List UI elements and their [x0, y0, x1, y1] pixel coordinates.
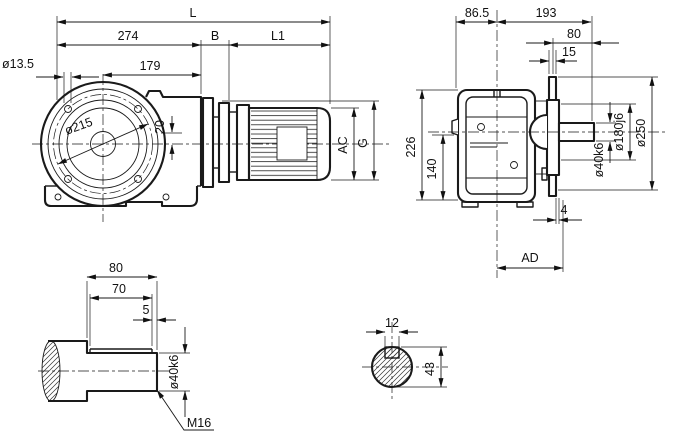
- dim-label-80: 80: [567, 27, 581, 41]
- dim-label-shaft-80: 80: [109, 261, 123, 275]
- dim-label-226: 226: [404, 137, 418, 158]
- dim-label-dia180j6: ø180j6: [612, 113, 626, 151]
- front-extension-lines: [56, 16, 379, 181]
- dim-label-43: 43: [423, 362, 437, 376]
- dim-label-AC: AC: [336, 136, 350, 153]
- motor-body: [247, 106, 332, 182]
- dim-label-L1: L1: [271, 29, 285, 43]
- case-left-boss: [451, 118, 459, 136]
- dim-label-shaft-70: 70: [112, 282, 126, 296]
- dim-label-274: 274: [118, 29, 139, 43]
- dim-label-140: 140: [425, 159, 439, 180]
- front-dimensions: L 274 B L1 179 ø13.5 ø215 20 AC G: [2, 6, 377, 181]
- side-dimensions: 86.5 193 80 15 226 140 ø40k6 ø180j6 ø250: [404, 6, 655, 271]
- dim-label-15: 15: [562, 45, 576, 59]
- dim-label-shaft-dia40k6: ø40k6: [167, 355, 181, 390]
- dim-label-dia250: ø250: [634, 119, 648, 148]
- dim-label-12: 12: [385, 316, 399, 330]
- motor-adapter: [201, 96, 251, 189]
- dim-label-179: 179: [140, 59, 161, 73]
- dim-label-4: 4: [561, 203, 568, 217]
- dim-label-20: 20: [153, 120, 167, 134]
- key-cross-section: 12 43: [362, 316, 448, 400]
- dim-label-L: L: [190, 6, 197, 20]
- side-view: 86.5 193 80 15 226 140 ø40k6 ø180j6 ø250: [404, 6, 668, 278]
- dim-label-193: 193: [536, 6, 557, 20]
- keyway: [384, 346, 400, 359]
- dim-label-dia13-5: ø13.5: [2, 57, 34, 71]
- motor-nameplate: [276, 126, 308, 161]
- dim-label-dia40k6: ø40k6: [592, 143, 606, 178]
- gear-case: [451, 88, 547, 208]
- dim-label-m16: M16: [187, 416, 211, 430]
- shaft-end-detail: 80 70 5 ø40k6 M16: [38, 261, 214, 431]
- front-view: L 274 B L1 179 ø13.5 ø215 20 AC G: [2, 6, 392, 222]
- gear-housing: [43, 89, 203, 208]
- dim-label-G: G: [356, 138, 370, 148]
- dim-label-86-5: 86.5: [465, 6, 489, 20]
- key-dimensions: 12 43: [366, 316, 444, 388]
- dim-label-shaft-5: 5: [143, 303, 150, 317]
- output-flange-and-shaft: [528, 75, 596, 198]
- dim-label-B: B: [211, 29, 219, 43]
- dim-label-AD: AD: [521, 251, 538, 265]
- shaft-dimensions: 80 70 5 ø40k6 M16: [86, 261, 214, 431]
